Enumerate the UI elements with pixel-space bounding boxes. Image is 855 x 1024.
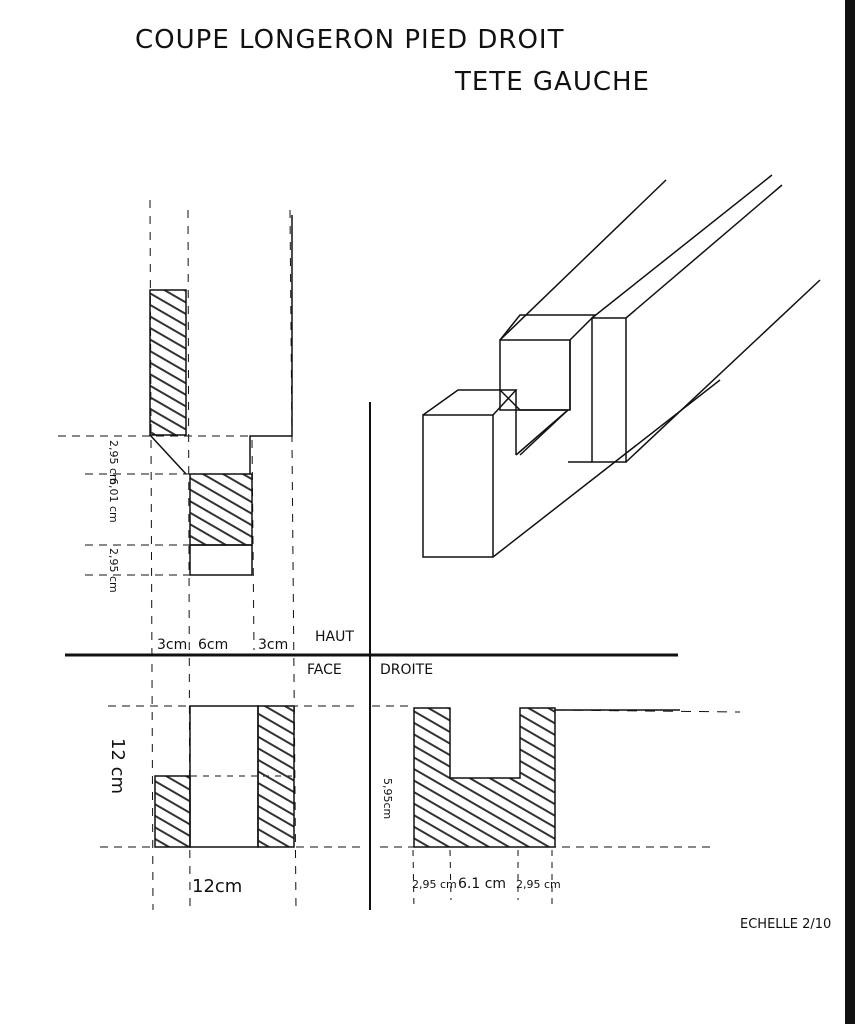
label-droite: DROITE <box>380 662 433 678</box>
dim-top-1: 2,95 cm <box>107 440 120 485</box>
dim-right-1: 2,95 cm <box>412 878 457 891</box>
top-hatched-tenon <box>149 289 187 436</box>
right-view <box>372 705 741 911</box>
dim-haut-2: 6cm <box>198 637 228 653</box>
dim-right-3: 2,95 cm <box>516 878 561 891</box>
page-edge <box>845 0 855 1024</box>
label-face: FACE <box>307 662 342 678</box>
right-hatched-profile <box>413 707 556 848</box>
front-view <box>100 705 360 848</box>
dim-top-2: 6,01 cm <box>107 478 120 523</box>
dim-front-width: 12cm <box>192 876 242 897</box>
title-line-2: TETE GAUCHE <box>454 67 650 97</box>
top-hatched-block <box>189 473 253 546</box>
dim-front-height: 12 cm <box>107 738 128 794</box>
isometric-view <box>422 174 821 558</box>
front-hatched-right <box>257 705 295 848</box>
dim-haut-1: 3cm <box>157 637 187 653</box>
dim-right-height: 5,95cm <box>381 778 394 819</box>
front-hatched-left <box>154 775 191 848</box>
dim-right-2: 6.1 cm <box>458 876 506 892</box>
scale-label: ECHELLE 2/10 <box>740 917 831 932</box>
title-line-1: COUPE LONGERON PIED DROIT <box>135 25 564 55</box>
label-haut: HAUT <box>315 629 354 645</box>
dim-haut-3: 3cm <box>258 637 288 653</box>
top-view <box>58 199 297 911</box>
dim-top-3: 2,95 cm <box>107 548 120 593</box>
